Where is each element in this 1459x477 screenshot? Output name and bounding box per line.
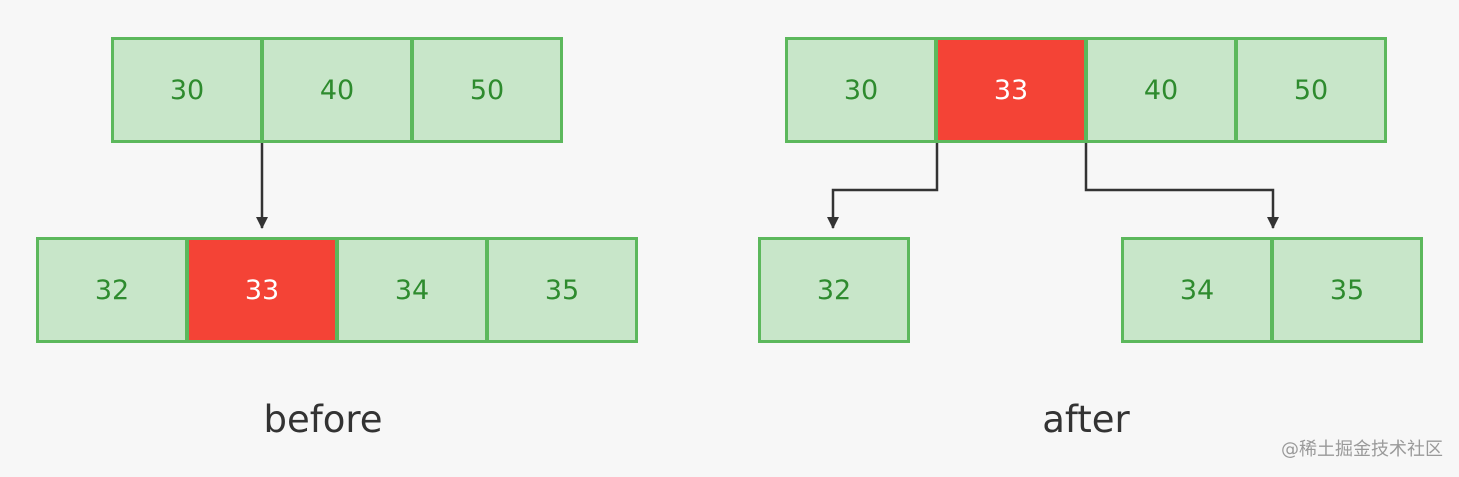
before-child-key: 35: [486, 237, 638, 343]
after-right-child-key: 35: [1271, 237, 1423, 343]
before-parent-key: 40: [261, 37, 413, 143]
after-left-child-key: 32: [758, 237, 910, 343]
before-child-key: 32: [36, 237, 188, 343]
watermark: @稀土掘金技术社区: [1281, 439, 1443, 460]
after-parent-key: 30: [785, 37, 937, 143]
after-right-child-key: 34: [1121, 237, 1273, 343]
after-right-arrow: [1084, 143, 1279, 229]
before-caption: before: [263, 398, 383, 441]
before-parent-key: 50: [411, 37, 563, 143]
before-child-key-highlighted: 33: [186, 237, 338, 343]
after-parent-key-highlighted: 33: [935, 37, 1087, 143]
after-parent-key: 50: [1235, 37, 1387, 143]
after-parent-key: 40: [1085, 37, 1237, 143]
before-parent-key: 30: [111, 37, 263, 143]
after-caption: after: [1042, 398, 1130, 441]
after-left-arrow: [827, 143, 939, 229]
before-child-key: 34: [336, 237, 488, 343]
